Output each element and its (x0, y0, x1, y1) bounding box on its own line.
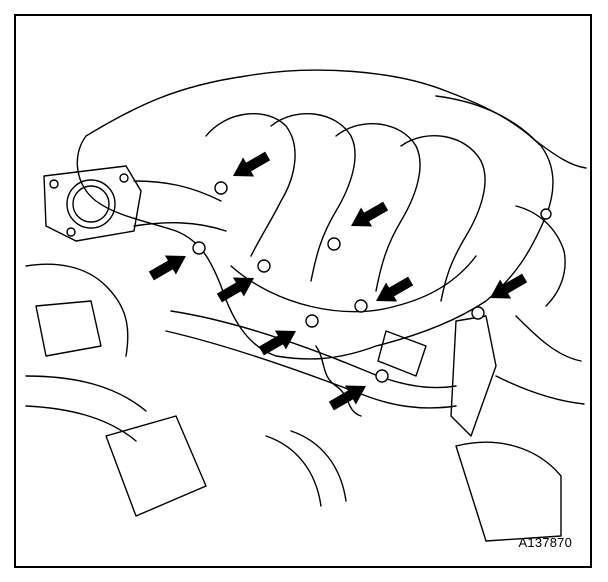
arrow-icon (345, 196, 392, 236)
right-pipe (435, 95, 587, 169)
flange-hole-2 (119, 173, 129, 183)
arrow-icon (227, 146, 274, 186)
runner-4 (400, 135, 486, 302)
bolt-2 (192, 241, 206, 255)
engine-intake-manifold-illustration (25, 69, 587, 542)
left-hose (25, 263, 129, 357)
bolt-3 (327, 237, 341, 251)
lower-pipe-top (170, 310, 457, 389)
lower-right-part (455, 441, 562, 542)
bolt-4 (257, 259, 271, 273)
left-component (35, 300, 102, 357)
line-art (25, 69, 587, 542)
lower-pipe-bottom (165, 330, 457, 409)
bolt-6 (305, 314, 319, 328)
flange-hole-3 (66, 227, 76, 237)
bolt-9 (540, 208, 552, 220)
runner-3 (335, 123, 421, 292)
bolt-8 (375, 369, 389, 383)
arrow-icon (484, 268, 531, 308)
throttle-flange (43, 165, 142, 242)
lower-engine-block (105, 415, 207, 517)
bolt-5 (354, 299, 368, 313)
left-lower-lines (25, 375, 147, 442)
bolt-7 (471, 306, 485, 320)
throttle-bore (66, 179, 116, 229)
callout-arrows (145, 146, 531, 416)
arrow-icon (213, 268, 260, 308)
right-lower-lines (495, 315, 585, 405)
arrow-icon (145, 246, 192, 286)
bolts (192, 181, 552, 383)
manifold-outline (76, 69, 554, 360)
arrow-icon (370, 271, 417, 311)
runner-1 (205, 113, 296, 257)
runner-base (230, 255, 477, 313)
right-bracket (515, 205, 566, 307)
bracket-right-lower (450, 315, 497, 437)
wire-harness (315, 345, 362, 417)
bolt-1 (214, 181, 228, 195)
diagram-frame: A137870 (14, 14, 592, 568)
throttle-bore-inner (72, 185, 110, 223)
pipe-clamp (377, 330, 427, 377)
lower-center-hose (265, 430, 347, 507)
throttle-neck (133, 180, 227, 232)
flange-hole-1 (49, 179, 59, 189)
runner-2 (270, 113, 356, 282)
arrow-icon (255, 321, 302, 361)
figure-id-label: A137870 (518, 535, 572, 550)
